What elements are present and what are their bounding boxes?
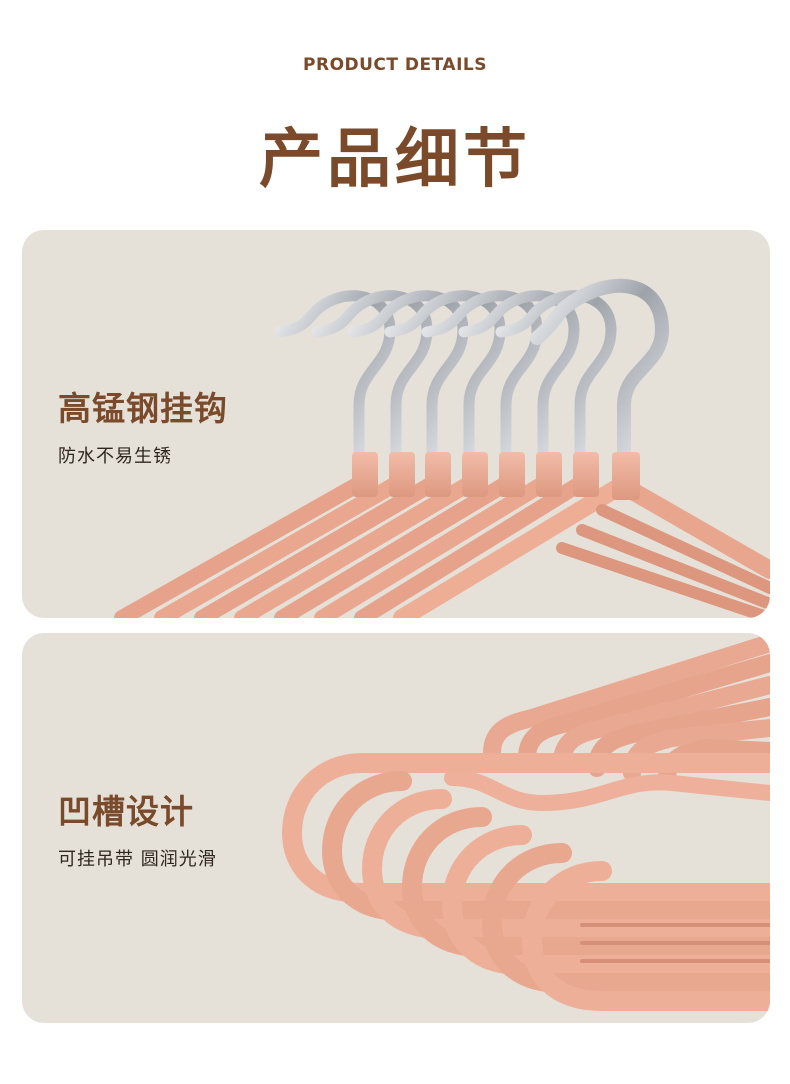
section-desc-hook: 防水不易生锈 — [58, 446, 172, 467]
groove-detail-panel: 凹槽设计 可挂吊带 圆润光滑 — [22, 633, 770, 1023]
subtitle-en: PRODUCT DETAILS — [303, 55, 487, 75]
section-desc-groove: 可挂吊带 圆润光滑 — [58, 849, 217, 870]
page-title: 产品细节 — [259, 122, 531, 197]
section-title-groove: 凹槽设计 — [58, 792, 194, 831]
section-title-hook: 高锰钢挂钩 — [58, 389, 228, 428]
hook-detail-panel: 高锰钢挂钩 防水不易生锈 — [22, 230, 770, 618]
steel-hooks-image — [114, 278, 770, 618]
groove-hangers-image — [281, 634, 770, 1011]
